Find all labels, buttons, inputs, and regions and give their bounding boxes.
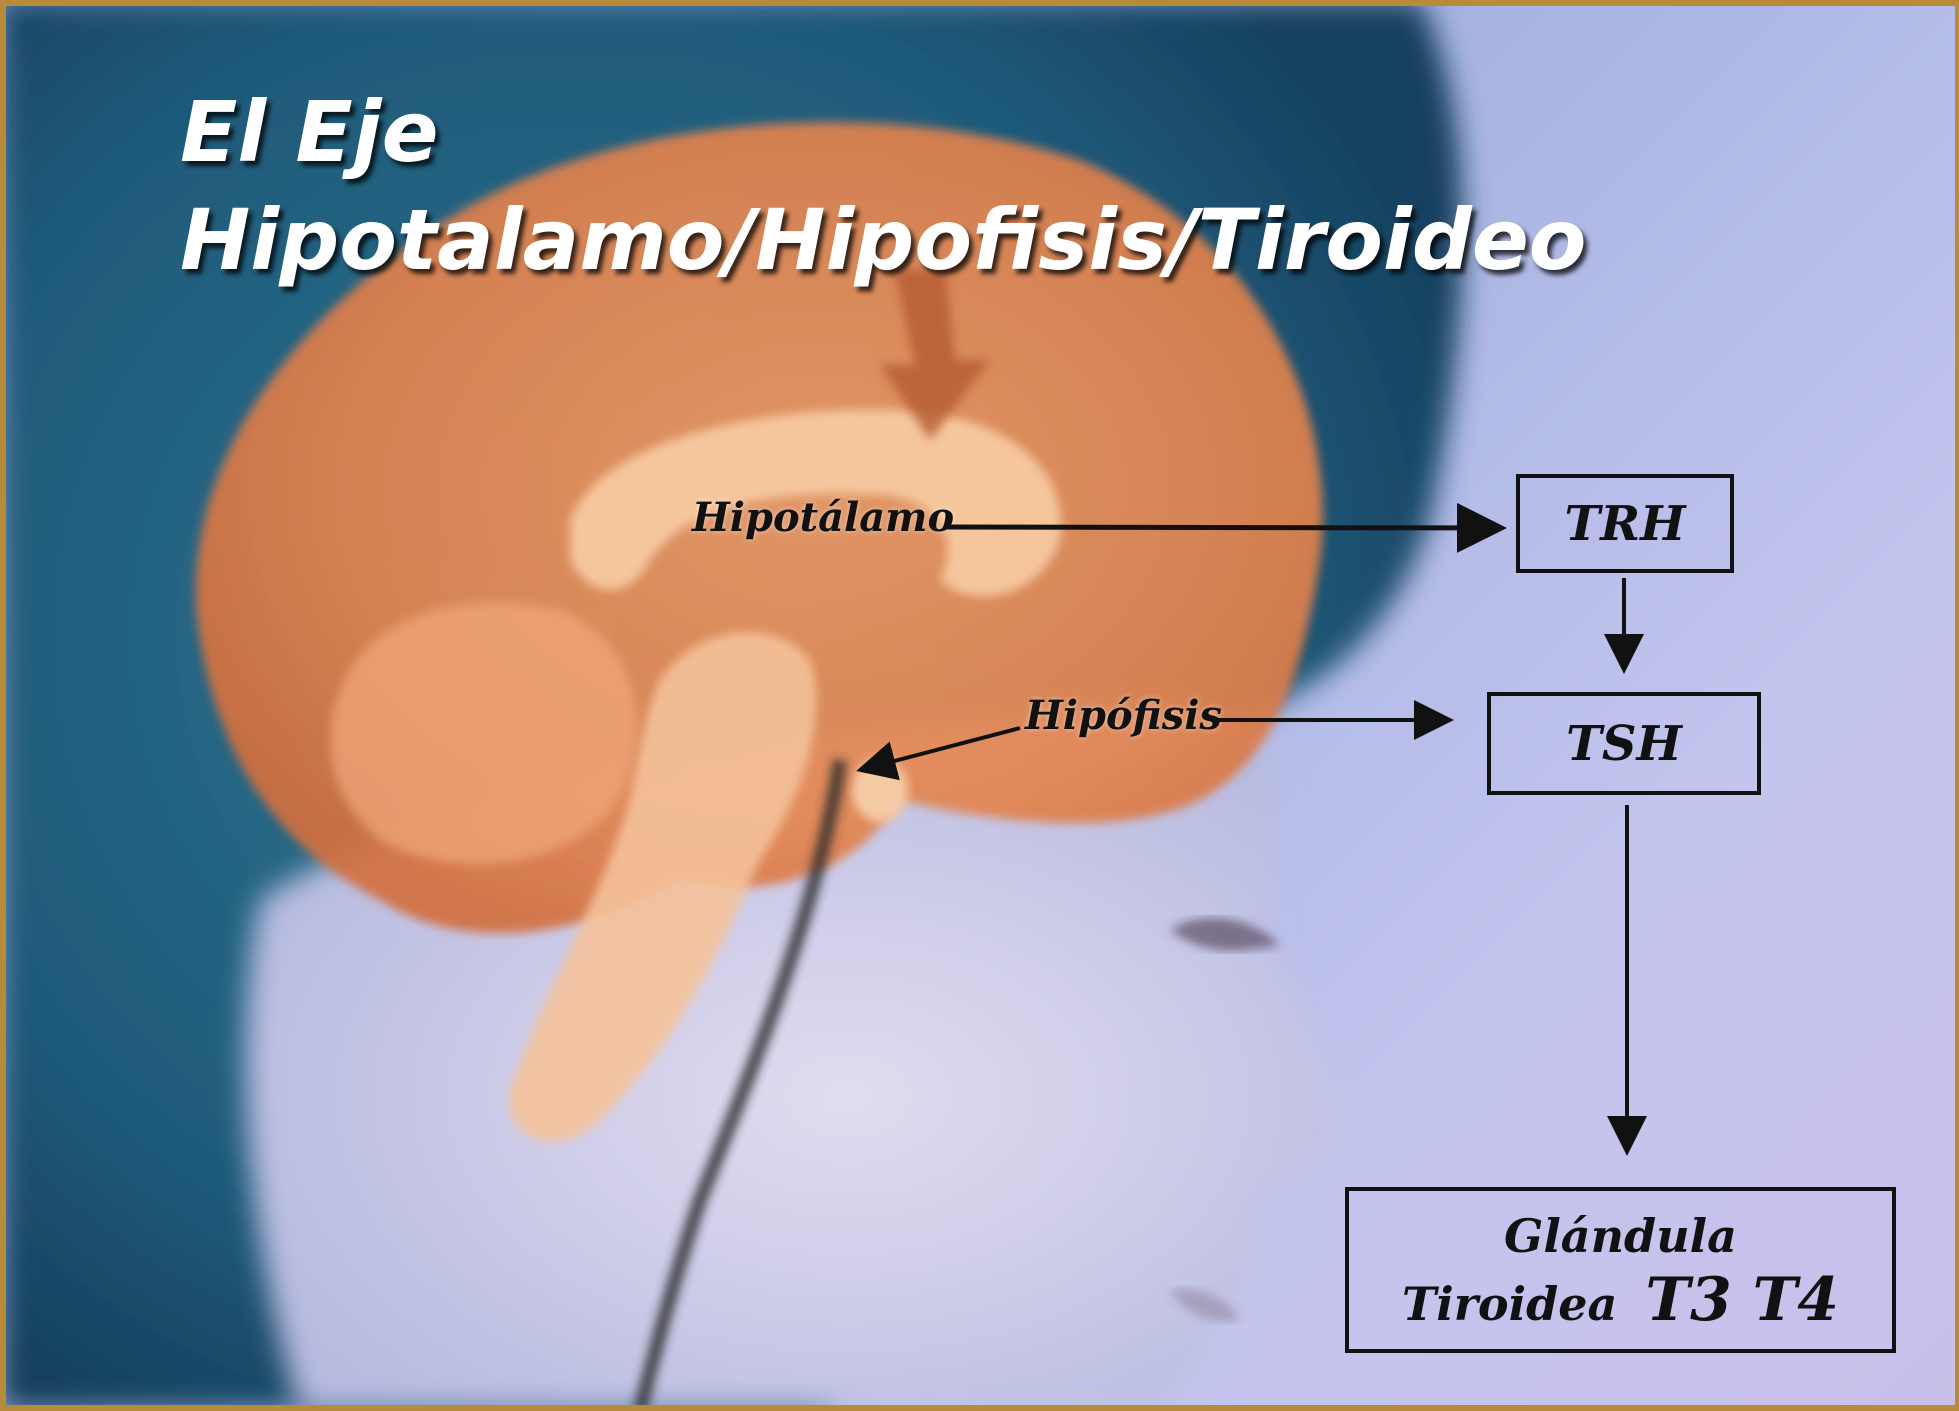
gland-name: Tiroidea	[1402, 1277, 1617, 1331]
tsh-box: TSH	[1487, 692, 1761, 795]
gland-hormones: T3 T4	[1645, 1265, 1839, 1335]
trh-label: TRH	[1565, 496, 1686, 552]
title-line-1: El Eje	[180, 78, 1587, 186]
gland-line-2: Tiroidea T3 T4	[1402, 1268, 1839, 1336]
title-line-2: Hipotalamo/Hipofisis/Tiroideo	[180, 186, 1587, 294]
pituitary-label: Hipófisis	[1025, 692, 1222, 739]
pituitary-shape	[852, 758, 908, 822]
thyroid-gland-box: Glándula Tiroidea T3 T4	[1345, 1187, 1896, 1353]
slide-title: El Eje Hipotalamo/Hipofisis/Tiroideo	[180, 78, 1587, 294]
cerebellum-shape	[330, 603, 637, 864]
gland-line-1: Glándula	[1504, 1204, 1737, 1268]
trh-box: TRH	[1516, 474, 1734, 573]
tsh-label: TSH	[1566, 716, 1682, 772]
hypothalamus-label: Hipotálamo	[692, 494, 954, 541]
